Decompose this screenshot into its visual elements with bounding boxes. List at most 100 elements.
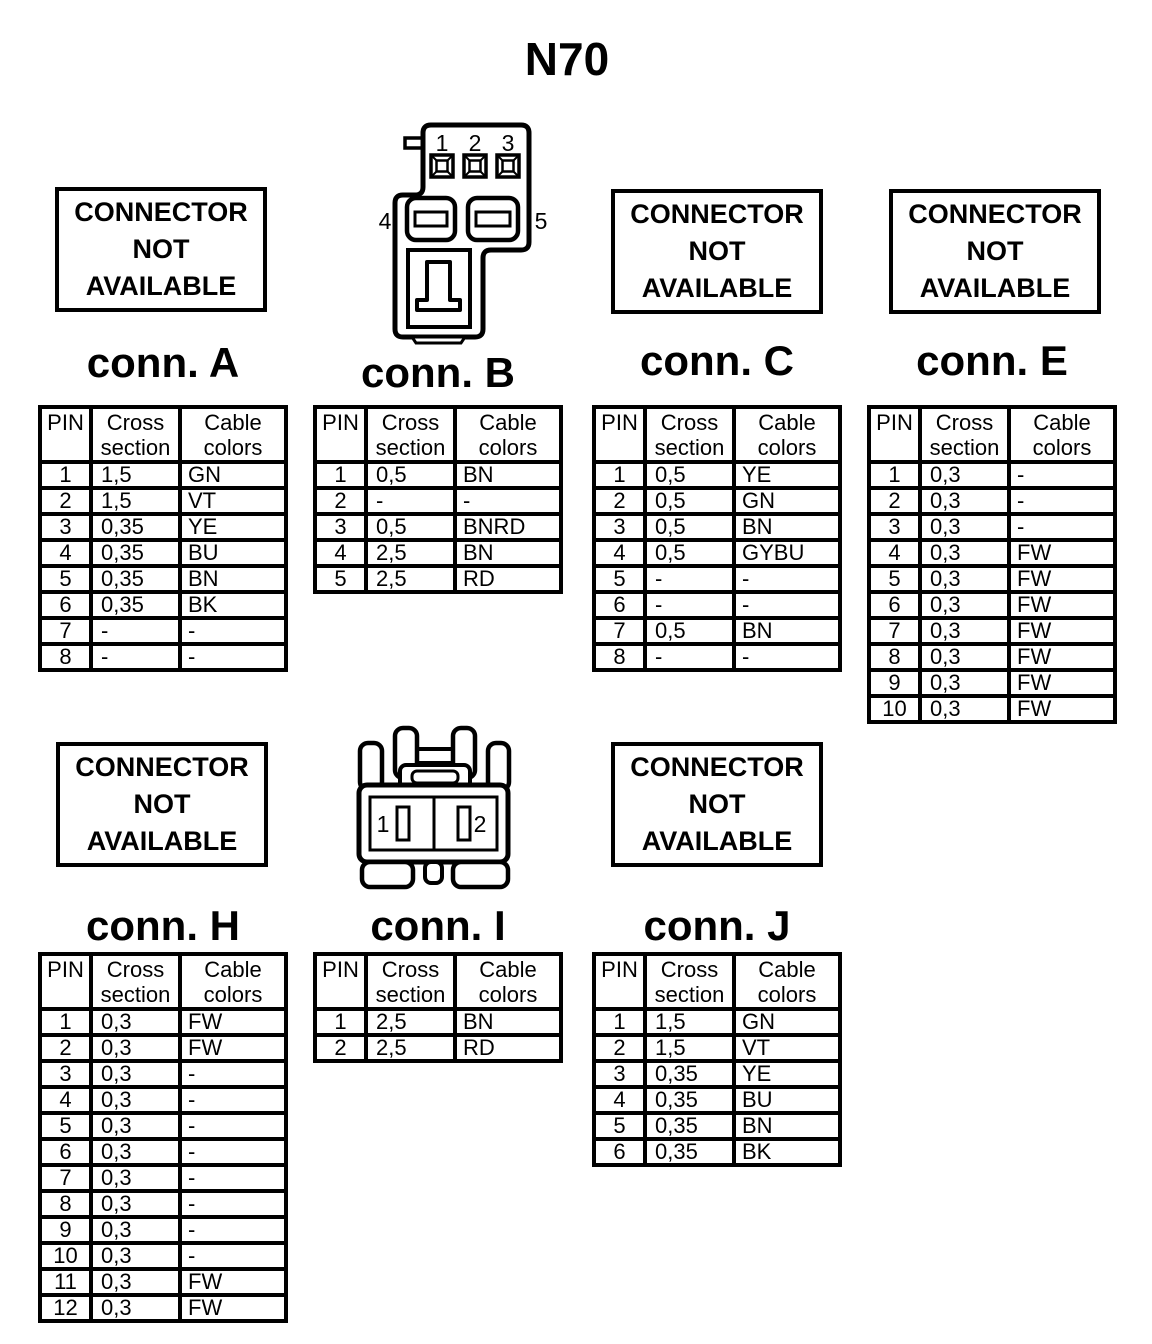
pin-number: 10 (40, 1243, 91, 1269)
cross-section-value: - (366, 488, 455, 514)
header-pin: PIN (40, 954, 91, 1009)
cross-section-value: 0,3 (91, 1243, 180, 1269)
cross-section-value: 2,5 (366, 1035, 455, 1061)
pin-number: 4 (315, 540, 366, 566)
cable-color-value: FW (180, 1269, 286, 1295)
cross-section-value: 0,3 (920, 670, 1009, 696)
pin-number: 1 (869, 462, 920, 488)
pin-number: 1 (40, 462, 91, 488)
cable-color-value: BU (734, 1087, 840, 1113)
cross-section-value: 0,3 (920, 696, 1009, 722)
cross-section-value: - (91, 618, 180, 644)
table-header-row: PIN Cross section Cable colors (594, 407, 840, 462)
cable-color-value: BN (455, 540, 561, 566)
cable-color-value: BN (734, 1113, 840, 1139)
cable-color-value: GN (734, 1009, 840, 1035)
connector-i-drawing: 1 2 (356, 725, 512, 890)
cross-section-value: 0,3 (920, 566, 1009, 592)
pin-number: 7 (40, 618, 91, 644)
na-line-3: AVAILABLE (85, 271, 237, 301)
table-header-row: PIN Cross section Cable colors (40, 954, 286, 1009)
cross-section-value: 0,35 (91, 566, 180, 592)
pin-number: 5 (594, 566, 645, 592)
pin-number: 3 (315, 514, 366, 540)
cross-section-value: 0,3 (920, 618, 1009, 644)
pin-label-2: 2 (474, 811, 487, 837)
cable-color-value: FW (180, 1035, 286, 1061)
connector-label-H: conn. H (86, 902, 240, 949)
connector-not-available-box: CONNECTOR NOT AVAILABLE (55, 187, 267, 312)
pin-number: 2 (40, 488, 91, 514)
cross-section-value: 0,3 (91, 1269, 180, 1295)
cable-color-value: - (180, 1061, 286, 1087)
cable-color-value: BN (455, 1009, 561, 1035)
pin-number: 2 (315, 1035, 366, 1061)
pin-number: 3 (594, 1061, 645, 1087)
cross-section-value: 0,3 (920, 644, 1009, 670)
cable-color-value: YE (734, 462, 840, 488)
pin-number: 4 (40, 1087, 91, 1113)
header-pin: PIN (594, 954, 645, 1009)
connector-not-available-box: CONNECTOR NOT AVAILABLE (611, 189, 823, 314)
cross-section-value: 0,3 (91, 1113, 180, 1139)
cable-color-value: - (180, 1113, 286, 1139)
cable-color-value: GYBU (734, 540, 840, 566)
pin-number: 2 (315, 488, 366, 514)
connector-label-A: conn. A (86, 339, 240, 386)
pin-number: 8 (594, 644, 645, 670)
cable-color-value: - (1009, 462, 1115, 488)
pin-label-2: 2 (469, 130, 482, 156)
cross-section-value: 0,5 (366, 514, 455, 540)
cross-section-value: 2,5 (366, 566, 455, 592)
pin-number: 5 (40, 1113, 91, 1139)
cross-section-value: 2,5 (366, 540, 455, 566)
cable-color-value: FW (180, 1009, 286, 1035)
pin-number: 3 (869, 514, 920, 540)
pin-number: 5 (40, 566, 91, 592)
header-cable-colors: Cable colors (734, 954, 840, 1009)
pin-number: 8 (40, 1191, 91, 1217)
na-line-2: NOT (966, 236, 1024, 266)
pin-number: 2 (594, 488, 645, 514)
cross-section-value: 0,3 (91, 1061, 180, 1087)
cable-color-value: - (180, 618, 286, 644)
cable-color-value: - (180, 1165, 286, 1191)
pin-number: 12 (40, 1295, 91, 1321)
pin-label-5: 5 (535, 208, 548, 234)
cable-color-value: VT (734, 1035, 840, 1061)
table-header-row: PIN Cross section Cable colors (315, 954, 561, 1009)
cross-section-value: 0,3 (920, 592, 1009, 618)
cable-color-value: YE (180, 514, 286, 540)
pin-number: 4 (594, 1087, 645, 1113)
na-line-1: CONNECTOR (908, 199, 1082, 229)
header-pin: PIN (594, 407, 645, 462)
cable-color-value: - (180, 1087, 286, 1113)
na-line-1: CONNECTOR (75, 752, 249, 782)
pin-row: 2-- (315, 488, 561, 514)
pin-number: 11 (40, 1269, 91, 1295)
pin-number: 9 (869, 670, 920, 696)
na-line-1: CONNECTOR (630, 752, 804, 782)
connector-b-drawing: 1 2 3 4 5 (379, 122, 548, 345)
cross-section-value: 0,5 (645, 540, 734, 566)
pin-number: 2 (40, 1035, 91, 1061)
